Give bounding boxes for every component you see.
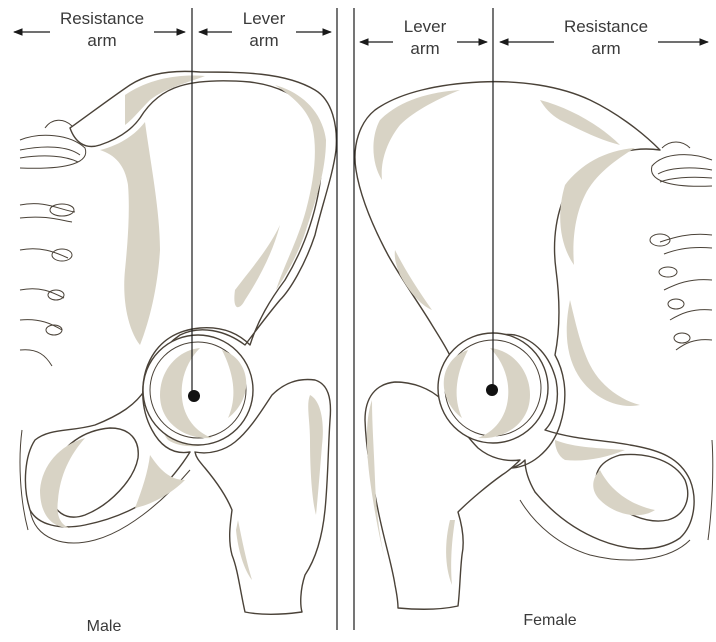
female-resistance-arm-line2: arm [554, 38, 658, 60]
male-sacrum [20, 120, 86, 366]
female-hip-joint-dot [486, 384, 498, 396]
male-lever-arm-line1: Lever [232, 8, 296, 30]
male-lever-arm-label: Lever arm [232, 8, 296, 52]
male-resistance-arm-label: Resistance arm [50, 8, 154, 52]
female-sacrum [650, 142, 712, 350]
male-hip-joint-dot [188, 390, 200, 402]
female-lever-arm-label: Lever arm [393, 16, 457, 60]
male-resistance-arm-line2: arm [50, 30, 154, 52]
female-lever-arm-line1: Lever [393, 16, 457, 38]
female-resistance-arm-line1: Resistance [554, 16, 658, 38]
male-resistance-arm-line1: Resistance [50, 8, 154, 30]
female-caption: Female [510, 610, 590, 632]
female-resistance-arm-label: Resistance arm [554, 16, 658, 60]
female-lever-arm-line2: arm [393, 38, 457, 60]
male-pelvis [20, 71, 336, 614]
male-lever-arm-line2: arm [232, 30, 296, 52]
male-caption: Male [74, 616, 134, 638]
female-pelvis [355, 82, 713, 610]
